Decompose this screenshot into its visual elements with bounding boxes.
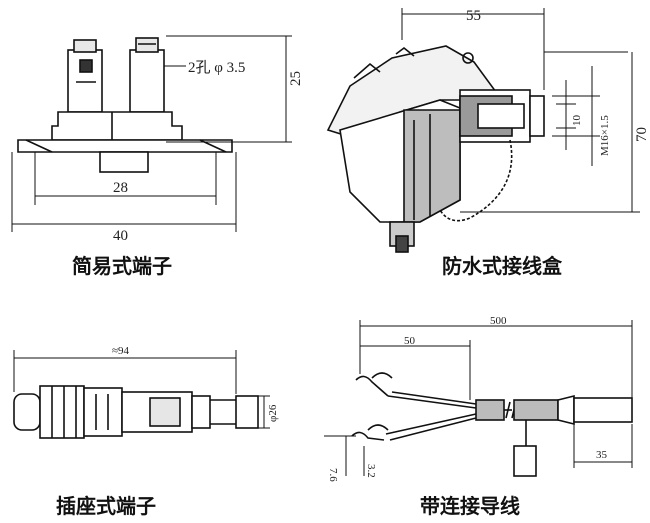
dim-width-label: 55 (466, 8, 481, 24)
caption-socket-terminal: 插座式端子 (56, 494, 156, 518)
dim-fork-label: 50 (404, 335, 416, 347)
waterproof-box-drawing (326, 8, 640, 253)
caption-wire-terminal: 带连接导线 (420, 494, 520, 518)
dim-total-label: 500 (490, 315, 507, 327)
dim-height-label: 25 (288, 71, 304, 86)
dim-bore-label: 10 (571, 115, 583, 127)
dim-tip-label: 35 (596, 449, 608, 461)
wire-terminal-drawing (324, 320, 633, 477)
caption-waterproof-box: 防水式接线盒 (442, 254, 563, 278)
simple-terminal-drawing (11, 35, 292, 232)
dim-inner-label: 28 (113, 180, 128, 196)
dim-length-label: ≈94 (112, 345, 130, 357)
dim-diameter-label: φ26 (267, 404, 279, 422)
caption-simple-terminal: 简易式端子 (72, 254, 172, 278)
socket-terminal-drawing (13, 350, 270, 439)
dim-box-height-label: 70 (634, 127, 650, 142)
dim-outer-label: 40 (113, 228, 128, 244)
dim-thread-label: M16×1.5 (599, 115, 611, 156)
dim-a-label: 7.6 (327, 468, 339, 482)
dim-b-label: 3.2 (365, 464, 377, 478)
dim-hole-label: 2孔 φ 3.5 (188, 59, 245, 76)
